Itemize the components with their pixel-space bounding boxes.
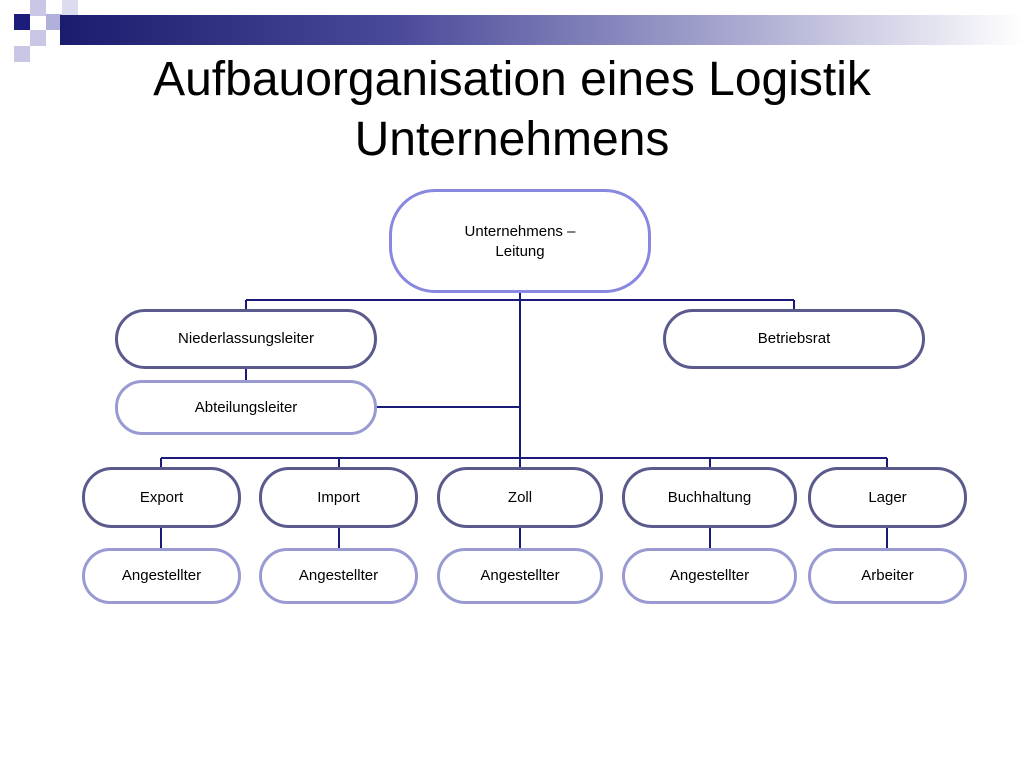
corner-square-2 — [30, 0, 46, 16]
node-staff-export: Angestellter — [82, 548, 241, 604]
node-department-lager: Lager — [808, 467, 967, 528]
corner-square-1 — [14, 14, 30, 30]
node-department-buchhaltung: Buchhaltung — [622, 467, 797, 528]
node-staff-import: Angestellter — [259, 548, 418, 604]
corner-square-4 — [30, 30, 46, 46]
node-staff-zoll: Angestellter — [437, 548, 603, 604]
node-staff-lager: Arbeiter — [808, 548, 967, 604]
node-department-export: Export — [82, 467, 241, 528]
page-title: Aufbauorganisation eines Logistik Untern… — [153, 53, 871, 166]
node-abteilungsleiter: Abteilungsleiter — [115, 380, 377, 435]
corner-square-3 — [46, 14, 62, 30]
node-department-import: Import — [259, 467, 418, 528]
title-gradient-band — [60, 15, 1024, 45]
corner-square-6 — [62, 0, 78, 16]
node-staff-buchhaltung: Angestellter — [622, 548, 797, 604]
node-niederlassungsleiter: Niederlassungsleiter — [115, 309, 377, 369]
corner-square-5 — [14, 46, 30, 62]
node-department-zoll: Zoll — [437, 467, 603, 528]
node-betriebsrat: Betriebsrat — [663, 309, 925, 369]
node-unternehmensleitung: Unternehmens – Leitung — [389, 189, 651, 293]
